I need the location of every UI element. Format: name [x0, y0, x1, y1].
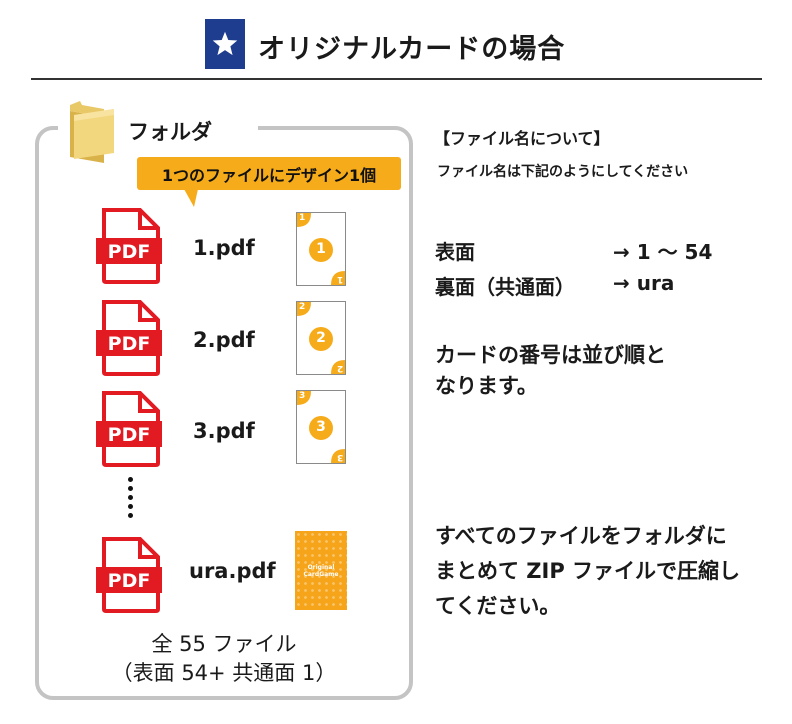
- mapping-front-label: 表面: [435, 240, 475, 264]
- card-corner-number: 1: [336, 274, 343, 284]
- card-front-1: 1 1 1: [296, 212, 346, 286]
- pdf-icon-label: PDF: [107, 333, 151, 355]
- card-front-3: 3 3 3: [296, 390, 346, 464]
- title-badge: [205, 19, 245, 69]
- card-center-number: 1: [316, 241, 326, 257]
- pdf-icon-label: PDF: [107, 424, 151, 446]
- card-corner-number: 2: [299, 302, 306, 312]
- title-divider: [31, 78, 762, 80]
- card-corner-number: 1: [299, 213, 306, 223]
- mapping-back-value: → ura: [613, 271, 675, 295]
- pdf-file-icon: PDF: [96, 537, 162, 613]
- filename-instructions: ファイル名は下記のようにしてください: [437, 164, 689, 180]
- pdf-file-icon: PDF: [96, 208, 162, 284]
- file-name-back: ura.pdf: [189, 559, 276, 583]
- zip-instruction-line: まとめて ZIP ファイルで圧縮し: [435, 559, 741, 583]
- folder-icon: [70, 101, 114, 163]
- page-title: オリジナルカードの場合: [258, 34, 566, 65]
- card-corner-number: 3: [336, 452, 343, 462]
- card-center-number: 3: [316, 419, 326, 435]
- mapping-back-label: 裏面（共通面）: [435, 275, 575, 299]
- card-corner-number: 3: [299, 391, 306, 401]
- file-name: 3.pdf: [193, 419, 255, 443]
- file-name: 2.pdf: [193, 328, 255, 352]
- order-note-line: なります。: [435, 374, 538, 398]
- card-front-2: 2 2 2: [296, 301, 346, 375]
- pdf-icon-label: PDF: [107, 570, 151, 592]
- card-back-text: CardGame: [303, 570, 339, 578]
- total-breakdown: （表面 54+ 共通面 1）: [111, 661, 337, 685]
- filename-heading: 【ファイル名について】: [434, 129, 610, 148]
- callout-one-design-per-file: 1つのファイルにデザイン1個: [137, 157, 401, 190]
- folder-label: フォルダ: [128, 120, 212, 144]
- zip-instruction-line: てください。: [435, 594, 561, 618]
- card-center-number: 2: [316, 330, 326, 346]
- card-back-text: Original: [307, 563, 335, 571]
- pdf-file-icon: PDF: [96, 391, 162, 467]
- card-corner-number: 2: [336, 363, 343, 373]
- file-name: 1.pdf: [193, 236, 255, 260]
- pdf-file-icon: PDF: [96, 300, 162, 376]
- pdf-icon-label: PDF: [107, 241, 151, 263]
- callout-tail: [184, 189, 198, 207]
- order-note-line: カードの番号は並び順と: [435, 343, 666, 367]
- mapping-front-value: → 1 〜 54: [613, 240, 713, 264]
- star-icon: [212, 31, 238, 56]
- folder-panel: [35, 126, 413, 700]
- total-files: 全 55 ファイル: [151, 632, 297, 656]
- card-back: Original CardGame: [295, 531, 347, 610]
- zip-instruction-line: すべてのファイルをフォルダに: [435, 524, 727, 548]
- ellipsis-dots: [128, 477, 134, 522]
